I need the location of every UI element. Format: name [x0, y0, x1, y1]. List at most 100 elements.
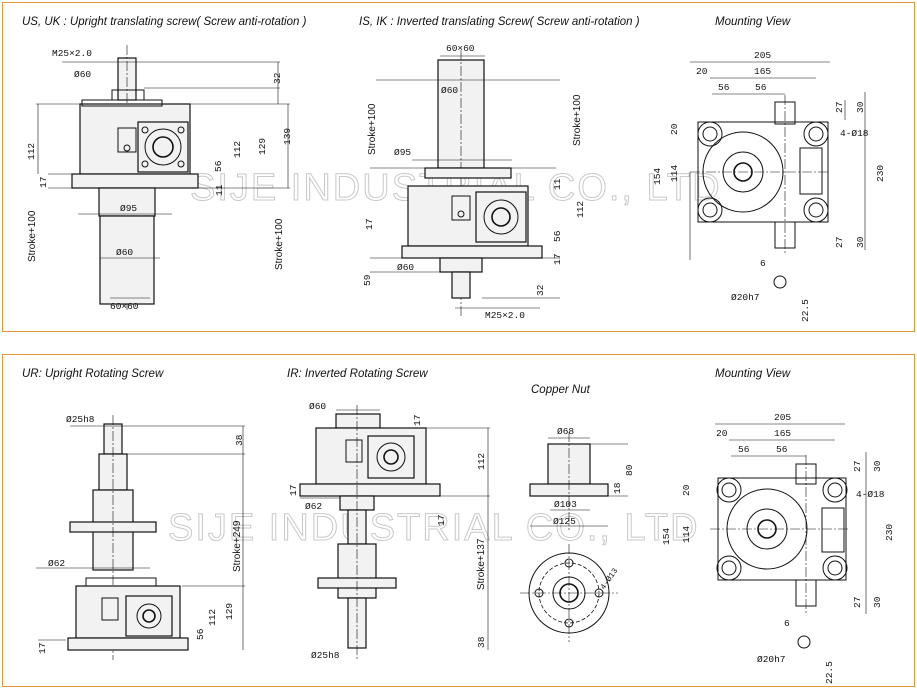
mt-d30b-label: 30	[855, 236, 866, 248]
ir-d112-label: 112	[476, 453, 487, 470]
is-stroke-right-label: Stroke+100	[572, 94, 583, 146]
ir-d60-label: Ø60	[309, 401, 326, 412]
mt-d225-label: 22.5	[800, 299, 811, 322]
mt-d56a-label: 56	[718, 82, 730, 93]
mt-d27b-label: 27	[834, 237, 845, 248]
ir-d38-label: 38	[476, 636, 487, 648]
is-d11-label: 11	[552, 178, 563, 190]
mt-d20v-label: 20	[669, 123, 680, 135]
us-d11-label: 11	[214, 184, 225, 196]
ur-d62-label: Ø62	[48, 558, 65, 569]
mb-d30b-label: 30	[872, 596, 883, 608]
mb-holes-label: 4-Ø18	[856, 489, 885, 500]
ir-drawing: Ø60 17 112 17 Ø62 17 Stroke+137 38 Ø25h8	[288, 401, 490, 661]
nut-d125-label: Ø125	[553, 516, 576, 527]
us-stroke-right-label: Stroke+100	[274, 218, 285, 270]
mt-d56b-label: 56	[755, 82, 767, 93]
is-d17b-label: 17	[552, 254, 563, 265]
ur-shaft-label: Ø25h8	[66, 414, 95, 425]
mb-shaft-label: Ø20h7	[757, 654, 786, 665]
ur-d38-label: 38	[234, 434, 245, 446]
ir-shaft-label: Ø25h8	[311, 650, 340, 661]
copper-nut-drawing: Ø68 80 18 Ø103 Ø125 4-Ø13	[520, 426, 635, 642]
is-sq-label: 60×60	[446, 43, 475, 54]
mt-d154-label: 154	[652, 168, 663, 185]
is-ik-title: IS, IK : Inverted translating Screw( Scr…	[359, 16, 640, 28]
mb-d30-label: 30	[872, 460, 883, 472]
ir-d17b-label: 17	[288, 485, 299, 496]
mb-d56b-label: 56	[776, 444, 788, 455]
is-d60b-label: Ø60	[397, 262, 414, 273]
mb-d154-label: 154	[661, 528, 672, 545]
mt-d27-label: 27	[834, 102, 845, 113]
is-d60-label: Ø60	[441, 85, 458, 96]
mt-d20-label: 20	[696, 66, 708, 77]
is-d32-label: 32	[535, 284, 546, 296]
ir-title: IR: Inverted Rotating Screw	[287, 368, 428, 380]
mb-d27b-label: 27	[852, 597, 863, 608]
ur-d129-label: 129	[224, 603, 235, 620]
ir-d17c-label: 17	[436, 515, 447, 526]
mt-d205-label: 205	[754, 50, 771, 61]
mb-d205-label: 205	[774, 412, 791, 423]
mt-holes-label: 4-Ø18	[840, 128, 869, 139]
us-sq-label: 60×60	[110, 301, 139, 312]
top-panel	[2, 2, 915, 332]
mb-d20-label: 20	[716, 428, 728, 439]
mb-d230-label: 230	[884, 524, 895, 541]
is-d56-label: 56	[552, 230, 563, 242]
mt-d165-label: 165	[754, 66, 771, 77]
ir-d62-label: Ø62	[305, 501, 322, 512]
us-d112-right-label: 112	[232, 141, 243, 158]
ur-title: UR: Upright Rotating Screw	[22, 368, 164, 380]
us-d17-label: 17	[38, 177, 49, 188]
ur-d112-label: 112	[207, 609, 218, 626]
mt-d114-label: 114	[669, 165, 680, 182]
top-mounting-title: Mounting View	[715, 16, 791, 28]
us-d139-label: 139	[282, 128, 293, 145]
is-d95-label: Ø95	[394, 147, 411, 158]
nut-title: Copper Nut	[531, 384, 590, 396]
ur-stroke-label: Stroke+249	[232, 520, 243, 572]
mt-d30-label: 30	[855, 101, 866, 113]
nut-d103-label: Ø103	[554, 499, 577, 510]
watermark-bottom: SIJE INDUSTRIAL CO., LTD	[168, 507, 700, 549]
us-d56-label: 56	[213, 160, 224, 172]
mb-d165-label: 165	[774, 428, 791, 439]
ur-d56-label: 56	[195, 628, 206, 640]
mb-d20v-label: 20	[681, 484, 692, 496]
mb-d27-label: 27	[852, 461, 863, 472]
is-stroke-left-label: Stroke+100	[367, 103, 378, 155]
us-d60b-label: Ø60	[116, 247, 133, 258]
is-ik-drawing: 60×60 Ø60 Stroke+100 Stroke+100 Ø95 11 1…	[362, 43, 586, 321]
nut-d18-label: 18	[612, 482, 623, 494]
us-thread-label: M25×2.0	[52, 48, 92, 59]
nut-d80-label: 80	[624, 464, 635, 476]
ir-d17-label: 17	[412, 415, 423, 426]
us-d32-label: 32	[272, 72, 283, 84]
mb-d225-label: 22.5	[824, 661, 835, 684]
us-d95-label: Ø95	[120, 203, 137, 214]
us-d112-left-label: 112	[26, 143, 37, 160]
ir-stroke-label: Stroke+137	[476, 538, 487, 590]
us-uk-title: US, UK : Upright translating screw( Scre…	[22, 16, 307, 28]
is-d59-label: 59	[362, 274, 373, 286]
mt-key-label: 6	[760, 258, 766, 269]
bottom-mounting-drawing: 205 20 165 56 56 27 30 4-Ø18 20 154 114 …	[661, 412, 895, 684]
us-d129-label: 129	[257, 138, 268, 155]
ur-d17-label: 17	[37, 643, 48, 654]
mb-d114-label: 114	[681, 526, 692, 543]
bottom-mounting-title: Mounting View	[715, 368, 791, 380]
mb-d56a-label: 56	[738, 444, 750, 455]
is-d17-label: 17	[364, 219, 375, 230]
ur-drawing: Ø25h8 38 Stroke+249 Ø62 112 129 56 17	[36, 414, 245, 660]
top-mounting-drawing: 205 20 165 56 56 27 30 4-Ø18 20 154 114 …	[652, 50, 886, 322]
us-d60-label: Ø60	[74, 69, 91, 80]
mb-key-label: 6	[784, 618, 790, 629]
us-stroke-left-label: Stroke+100	[27, 210, 38, 262]
mt-d230-label: 230	[875, 165, 886, 182]
mt-shaft-label: Ø20h7	[731, 292, 760, 303]
nut-d68-label: Ø68	[557, 426, 574, 437]
is-d112-label: 112	[575, 201, 586, 218]
